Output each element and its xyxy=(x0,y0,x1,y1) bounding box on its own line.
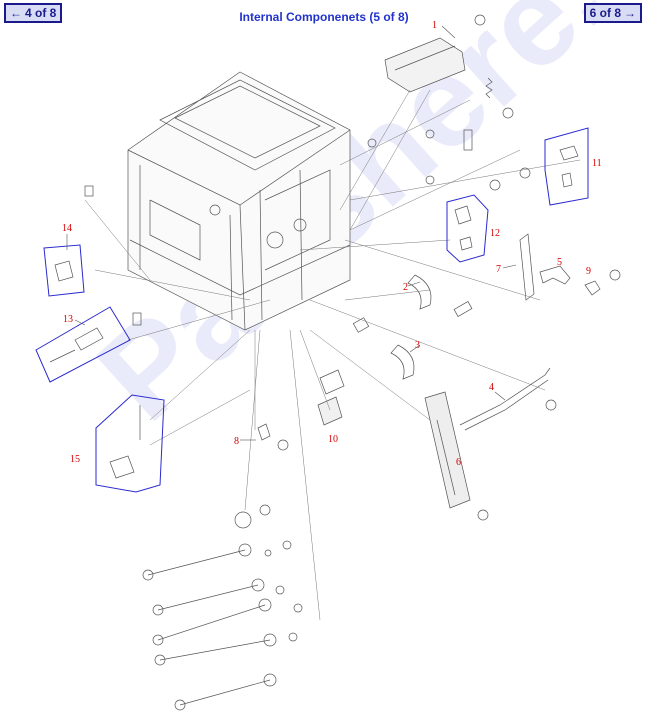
screw-part xyxy=(519,167,531,179)
callout-5: 5 xyxy=(557,257,562,268)
screw-part xyxy=(502,107,514,119)
arrow-left-icon: ← xyxy=(10,6,22,20)
part-7 xyxy=(519,233,535,301)
screw-part xyxy=(425,129,435,139)
gear-part xyxy=(234,511,252,529)
screw-part xyxy=(477,509,489,521)
part-10 xyxy=(317,396,343,426)
screw-part xyxy=(277,439,289,451)
callout-10: 10 xyxy=(328,434,338,445)
main-chassis xyxy=(127,71,351,331)
next-page-button[interactable]: 6 of 8 → xyxy=(583,3,642,23)
part-9 xyxy=(584,280,601,296)
screw-part xyxy=(489,179,501,191)
callout-9: 9 xyxy=(586,266,591,277)
next-page-label: 6 of 8 xyxy=(589,6,621,20)
callout-1: 1 xyxy=(432,20,437,31)
part-6-panel xyxy=(424,391,471,509)
small-bracket xyxy=(352,317,370,333)
roller-shafts xyxy=(142,540,303,711)
callout-2: 2 xyxy=(403,282,408,293)
part-1-assembly xyxy=(384,14,486,93)
screw-part xyxy=(367,138,377,148)
callout-12: 12 xyxy=(490,228,500,239)
part-4-rod xyxy=(459,367,557,431)
group-box-11 xyxy=(544,127,589,206)
arrow-right-icon: → xyxy=(624,6,636,20)
part-2 xyxy=(407,274,432,310)
callout-8: 8 xyxy=(234,436,239,447)
callout-11: 11 xyxy=(592,158,602,169)
group-box-13 xyxy=(35,306,131,383)
gear-part xyxy=(259,504,271,516)
spring-part xyxy=(485,77,493,99)
part-3 xyxy=(390,344,415,380)
previous-page-button[interactable]: ← 4 of 8 xyxy=(4,3,63,23)
leader-lines xyxy=(84,89,581,621)
callout-6: 6 xyxy=(456,457,461,468)
callout-14: 14 xyxy=(62,223,72,234)
small-bracket xyxy=(84,185,94,197)
group-box-14 xyxy=(43,244,85,297)
part-8 xyxy=(257,423,271,441)
callout-3: 3 xyxy=(415,340,420,351)
page-title: Internal Componenets (5 of 8) xyxy=(239,10,409,24)
screw-part xyxy=(609,269,621,281)
callout-15: 15 xyxy=(70,454,80,465)
bracket-part xyxy=(463,129,473,151)
group-box-15 xyxy=(95,394,165,493)
previous-page-label: 4 of 8 xyxy=(25,6,57,20)
small-bracket xyxy=(132,312,142,326)
callout-4: 4 xyxy=(489,382,494,393)
screw-part xyxy=(425,175,435,185)
group-box-12 xyxy=(446,194,489,263)
small-bracket xyxy=(453,301,473,317)
callout-13: 13 xyxy=(63,314,73,325)
bracket-part xyxy=(319,369,345,395)
callout-7: 7 xyxy=(496,264,501,275)
part-5 xyxy=(539,265,571,285)
